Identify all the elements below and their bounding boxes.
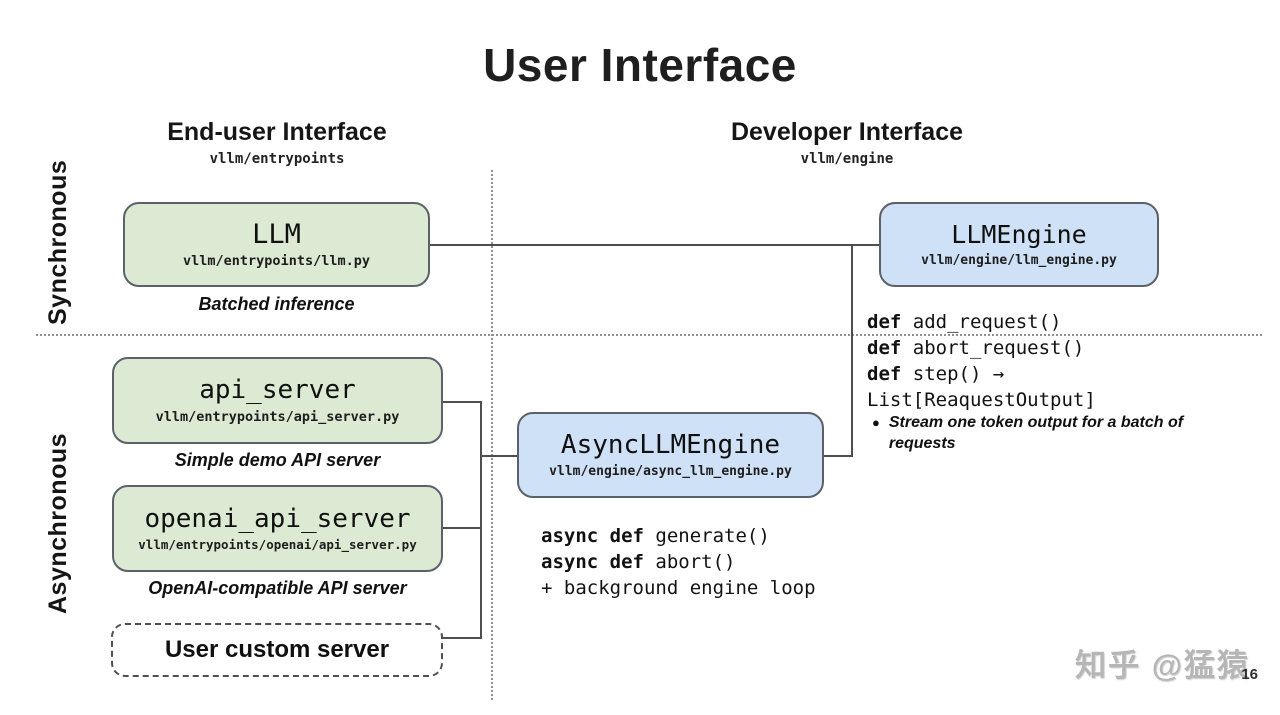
connector-left-bus: [480, 401, 482, 639]
llm-box: LLM vllm/entrypoints/llm.py: [123, 202, 430, 287]
sync-async-divider: [36, 334, 1262, 336]
developer-interface-header: Developer Interface vllm/engine: [647, 118, 1047, 167]
connector-usercustom-to-bus: [442, 637, 482, 639]
end-user-interface-path: vllm/entrypoints: [209, 150, 345, 167]
end-user-interface-header: End-user Interface vllm/entrypoints: [77, 118, 477, 167]
openai-api-server-box-path: vllm/entrypoints/openai/api_server.py: [138, 537, 417, 553]
async-llm-engine-box-path: vllm/engine/async_llm_engine.py: [549, 463, 792, 479]
async-llm-engine-methods: async def generate() async def abort() +…: [541, 523, 871, 601]
connector-llmengine-down: [851, 244, 853, 457]
page-title: User Interface: [483, 39, 797, 91]
async-llm-engine-box: AsyncLLMEngine vllm/engine/async_llm_eng…: [517, 412, 824, 498]
user-custom-server-title: User custom server: [164, 635, 390, 663]
llm-engine-note: ● Stream one token output for a batch of…: [872, 412, 1250, 454]
llm-engine-methods: def add_request() def abort_request() de…: [867, 309, 1267, 413]
user-custom-server-box: User custom server: [111, 623, 443, 677]
connector-bus-to-asyncengine: [480, 455, 518, 457]
bullet-icon: ●: [872, 415, 880, 430]
code-line: def abort_request(): [867, 337, 1085, 359]
api-server-box: api_server vllm/entrypoints/api_server.p…: [112, 357, 443, 444]
watermark: 知乎 @猛猿: [1075, 648, 1250, 683]
async-llm-engine-box-title: AsyncLLMEngine: [560, 430, 781, 461]
api-server-box-path: vllm/entrypoints/api_server.py: [155, 408, 400, 425]
row-label-asynchronous: Asynchronous: [44, 432, 72, 614]
connector-apiserver-to-bus: [442, 401, 482, 403]
openai-api-server-caption: OpenAI-compatible API server: [148, 578, 407, 598]
openai-api-server-box: openai_api_server vllm/entrypoints/opena…: [112, 485, 443, 572]
llm-engine-note-text: Stream one token output for a batch of r…: [888, 414, 1184, 452]
llm-engine-box-path: vllm/engine/llm_engine.py: [921, 252, 1117, 268]
connector-asyncengine-right: [823, 455, 853, 457]
code-line: def add_request(): [867, 311, 1062, 333]
code-line: + background engine loop: [541, 577, 816, 599]
end-user-interface-title: End-user Interface: [167, 118, 387, 146]
developer-interface-path: vllm/engine: [800, 150, 894, 167]
enduser-developer-divider: [491, 170, 493, 700]
connector-openai-to-bus: [442, 527, 482, 529]
llm-box-path: vllm/entrypoints/llm.py: [183, 253, 370, 270]
code-line: async def generate(): [541, 525, 770, 547]
code-line: def step() →: [867, 363, 1005, 385]
code-line: List[ReaquestOutput]: [867, 389, 1096, 411]
code-line: async def abort(): [541, 551, 736, 573]
developer-interface-title: Developer Interface: [730, 118, 964, 146]
api-server-caption: Simple demo API server: [174, 450, 381, 470]
row-label-synchronous: Synchronous: [44, 159, 72, 325]
llm-caption: Batched inference: [198, 294, 355, 314]
llm-engine-box-title: LLMEngine: [951, 220, 1087, 250]
openai-api-server-box-title: openai_api_server: [144, 503, 411, 534]
llm-engine-box: LLMEngine vllm/engine/llm_engine.py: [879, 202, 1159, 287]
api-server-box-title: api_server: [199, 375, 356, 406]
llm-box-title: LLM: [252, 218, 301, 250]
connector-llm-to-llmengine: [429, 244, 880, 246]
page-number: 16: [1241, 666, 1258, 683]
